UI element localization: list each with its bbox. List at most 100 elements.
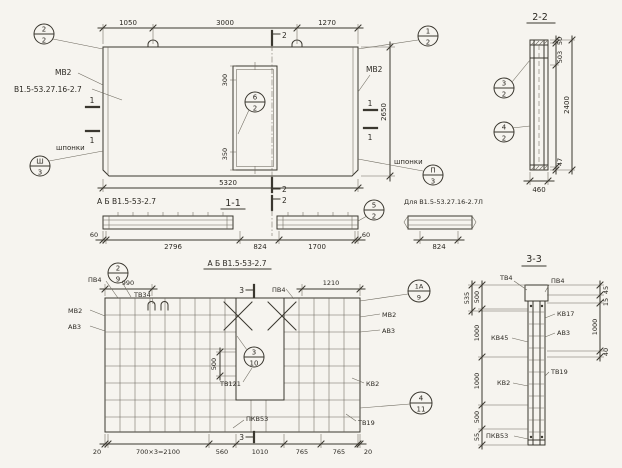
top-dim-extensions [102,24,359,44]
mark-top: 1А [415,283,424,291]
label-shponki-right: шпонки [394,158,423,166]
leader-tv4 [513,280,528,291]
mark-top: 4 [419,395,424,403]
label-av3: АВ3 [557,329,570,337]
mark-4-11: 4 11 [359,391,433,415]
panel-outline [102,46,359,177]
left-outer-ticks [468,281,476,315]
dim-47: 47 [556,158,564,166]
bottom-chain-ticks [101,440,364,448]
dim-500-top: 500 [473,291,481,303]
dim-765-b: 765 [333,448,345,456]
mark-top: П [430,167,435,175]
section-2-2-width-extensions [529,172,549,185]
section-2-2-hatch [530,40,548,171]
door-ticks [230,62,256,174]
leader-mv2-left [89,309,106,317]
door-opening-inner [236,69,274,167]
mark-top: 6 [253,94,258,102]
bar-inner-lines [103,216,358,229]
label-av3-left: АВ3 [68,323,81,331]
label-tv121: ТВ121 [219,380,241,388]
label-kv2: КВ2 [497,379,510,387]
top-dim-ticks [99,24,362,32]
label-type-code: В1.5-53.27.16-2.7 [14,85,82,94]
dim-1010: 1010 [252,448,269,456]
leader-pkv53 [232,419,245,429]
section-2-2-dim-ticks-inner [552,36,560,174]
label-pkv53: ПКВ53 [486,432,508,440]
cut1-label: 1 [368,99,373,108]
section-3-3-wall [527,300,546,446]
label-kv45: КВ45 [491,334,508,342]
bar-fragment-inner [403,215,477,230]
mark-bottom: 3 [38,169,42,177]
dim-60-right: 60 [362,231,370,239]
mark-3-10: 3 10 [236,335,265,368]
dim-50: 50 [556,37,564,45]
section-1-1-left-label: А Б В1.5-53-2.7 [97,197,156,206]
bar-rebar-ticks [117,212,349,216]
dim-20-right: 20 [364,448,372,456]
leader-kv45 [511,337,529,343]
mark-bottom: 11 [417,406,426,414]
mark-6-2: 6 2 [237,91,266,135]
cut1-marks-right [362,108,379,130]
section-3-3-view: 3-3 ТВ4 ПВ4 КВ17 АВ3 ТВ19 КВ45 КВ2 ПКВ53… [463,254,610,450]
label-mv2-right: МВ2 [382,311,396,319]
label-pv4-left: ПВ4 [88,276,101,284]
dim-503: 503 [556,51,564,63]
dim-1210-extensions [301,284,361,296]
leader-av3-right [359,329,381,333]
dim-500-extensions [216,351,236,377]
cut3-label-top: 3 [239,286,244,295]
label-kv2: КВ2 [366,380,379,388]
dim-1000-right: 1000 [591,319,599,336]
mark-bottom: 10 [250,360,259,368]
opening-diagonal-bars [223,301,297,331]
cut3-label-bottom: 3 [239,433,244,442]
mark-bottom: 9 [417,294,421,302]
leader-type-code [91,88,123,101]
mark-top: Ш [36,158,44,166]
label-pv4-mid: ПВ4 [272,286,285,294]
dim-1700: 1700 [308,243,326,251]
mark-top: 2 [42,26,46,34]
bar-fragment [407,215,473,230]
left-chain-ticks [478,281,486,449]
section-1-1-title: 1-1 [225,198,241,209]
bar-left [102,215,234,230]
leader-pv4 [544,284,550,293]
label-tv19: ТВ19 [357,419,375,427]
reinforcement-view: А Б В1.5-53-2.7 990 1210 500 3 3 2 9 [68,259,433,456]
cut1-label: 1 [90,136,95,145]
mark-5-2: 5 2 [357,199,385,222]
mark-bottom: 9 [116,276,120,284]
label-shponki-left: шпонки [56,144,85,152]
opening-outline [235,297,285,401]
mark-bottom: 2 [502,135,506,143]
mark-top: 3 [252,349,256,357]
bar-dot [529,435,533,439]
section-1-1-right-label: Для В1.5-53.27.16-2.7Л [404,198,483,206]
section-2-2-width-ticks [526,177,552,185]
leader-av3 [544,332,556,338]
section-1-1-dim-ticks [99,236,362,244]
dim-1050: 1050 [119,19,137,27]
dim-1210: 1210 [323,279,340,287]
bar-dot [529,304,533,308]
dim-500-bottom: 500 [473,411,481,423]
cut1-marks-left [84,105,101,133]
mark-1a-9: 1А 9 [359,279,431,303]
section-2-2-view: 2-2 3 2 4 2 50 503 47 2400 460 [493,12,576,194]
dim-990: 990 [122,279,134,287]
leader-kv17 [544,313,556,319]
dim-460: 460 [532,186,545,194]
section-2-2-dim-extensions [550,39,575,171]
panel-inner-edges [107,47,354,175]
label-pv4: ПВ4 [551,277,564,285]
dim-2400: 2400 [563,96,571,114]
mark-2-9: 2 9 [107,262,132,298]
lifting-loops [147,39,303,48]
bar-dot [540,304,544,308]
